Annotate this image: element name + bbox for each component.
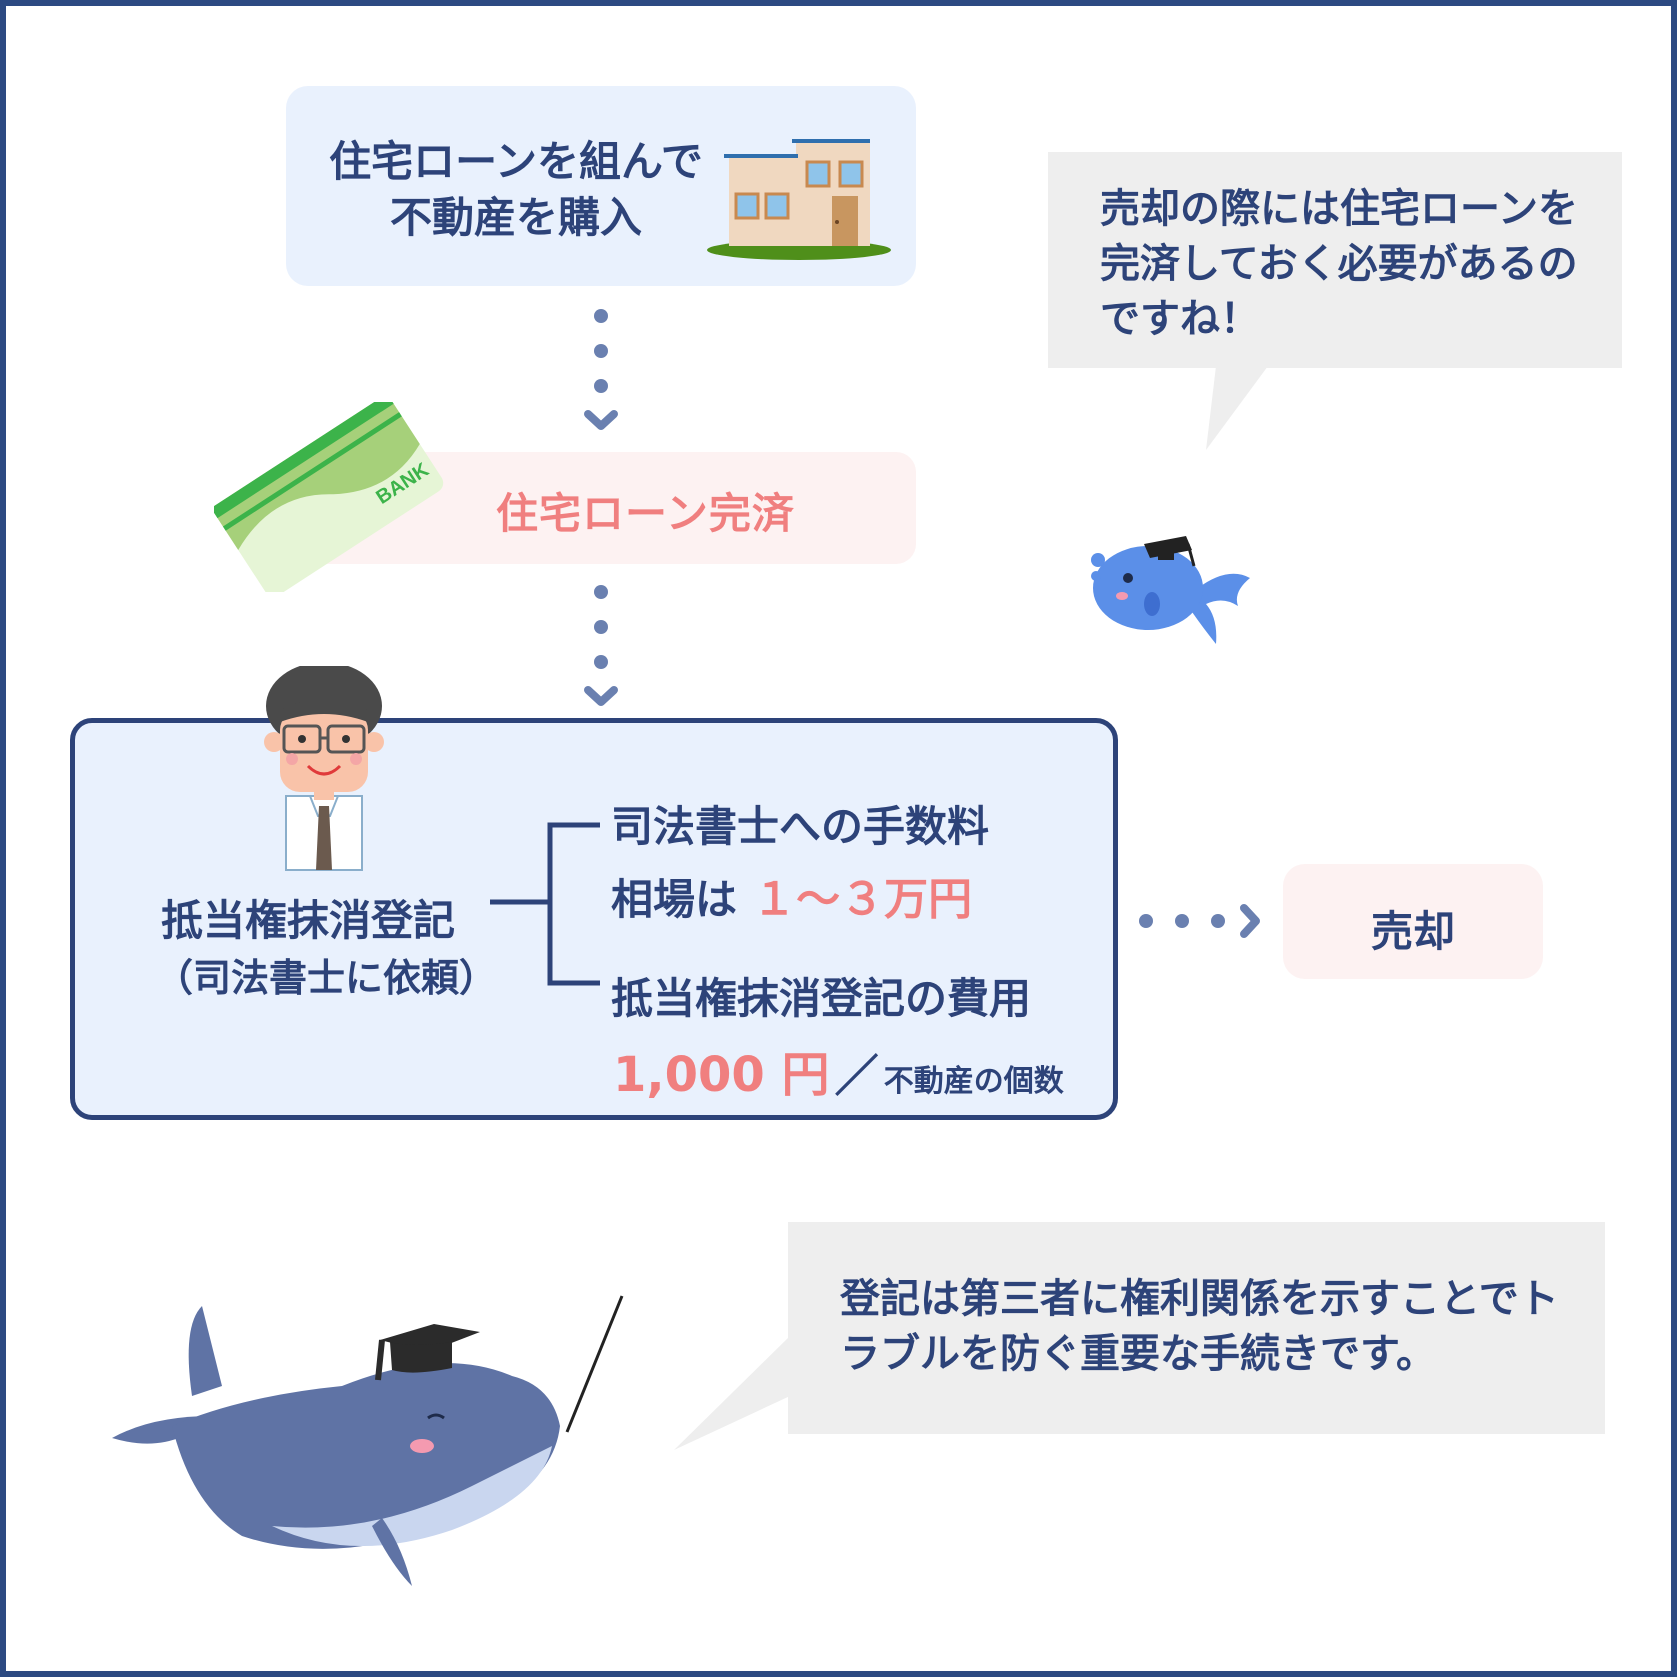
fee-prefix: 相場は <box>611 875 737 924</box>
bank-card-icon: BANK <box>214 402 444 592</box>
cost-slash: ／ <box>835 1051 879 1102</box>
cost-title: 抵当権抹消登記の費用 <box>611 965 1031 1026</box>
step-purchase-box: 住宅ローンを組んで 不動産を購入 <box>286 86 916 286</box>
dotted-arrow-right <box>1132 896 1262 946</box>
cost-value: 1,000 円 <box>613 1047 830 1103</box>
registration-title: 抵当権抹消登記 <box>161 887 455 948</box>
cost-line: 1,000 円 ／ 不動産の個数 <box>613 1035 1064 1105</box>
step-sell-box: 売却 <box>1283 864 1543 979</box>
registration-box: 抵当権抹消登記 （司法書士に依頼） 司法書士への手数料 相場は １～３万円 抵当… <box>70 718 1118 1120</box>
speech-bubble-fish: 売却の際には住宅ローンを完済しておく必要があるのですね！ <box>1048 152 1622 368</box>
bracket-connector <box>490 815 600 1005</box>
speech-fish-text: 売却の際には住宅ローンを完済しておく必要があるのですね！ <box>1100 182 1600 347</box>
speech-bubble-fish-tail <box>1196 366 1276 452</box>
scrivener-person-icon <box>264 666 394 872</box>
step-paid-text: 住宅ローン完済 <box>496 480 795 541</box>
whale-character-icon <box>112 1286 632 1586</box>
speech-whale-text: 登記は第三者に権利関係を示すことでトラブルを防ぐ重要な手続きです。 <box>840 1272 1580 1382</box>
dotted-arrow-down-2 <box>576 582 626 712</box>
fee-line: 相場は １～３万円 <box>611 863 972 927</box>
fee-value: １～３万円 <box>752 874 972 925</box>
step-purchase-text: 住宅ローンを組んで 不動産を購入 <box>316 134 716 246</box>
speech-bubble-whale-tail <box>674 1336 794 1452</box>
house-icon <box>704 136 904 266</box>
step-sell-text: 売却 <box>1283 898 1543 959</box>
registration-subtitle: （司法書士に依頼） <box>155 947 497 1002</box>
speech-bubble-whale: 登記は第三者に権利関係を示すことでトラブルを防ぐ重要な手続きです。 <box>788 1222 1605 1434</box>
fish-character-icon <box>1088 526 1258 651</box>
cost-unit: 不動産の個数 <box>884 1064 1064 1099</box>
fee-title: 司法書士への手数料 <box>611 793 989 854</box>
dotted-arrow-down-1 <box>576 306 626 436</box>
